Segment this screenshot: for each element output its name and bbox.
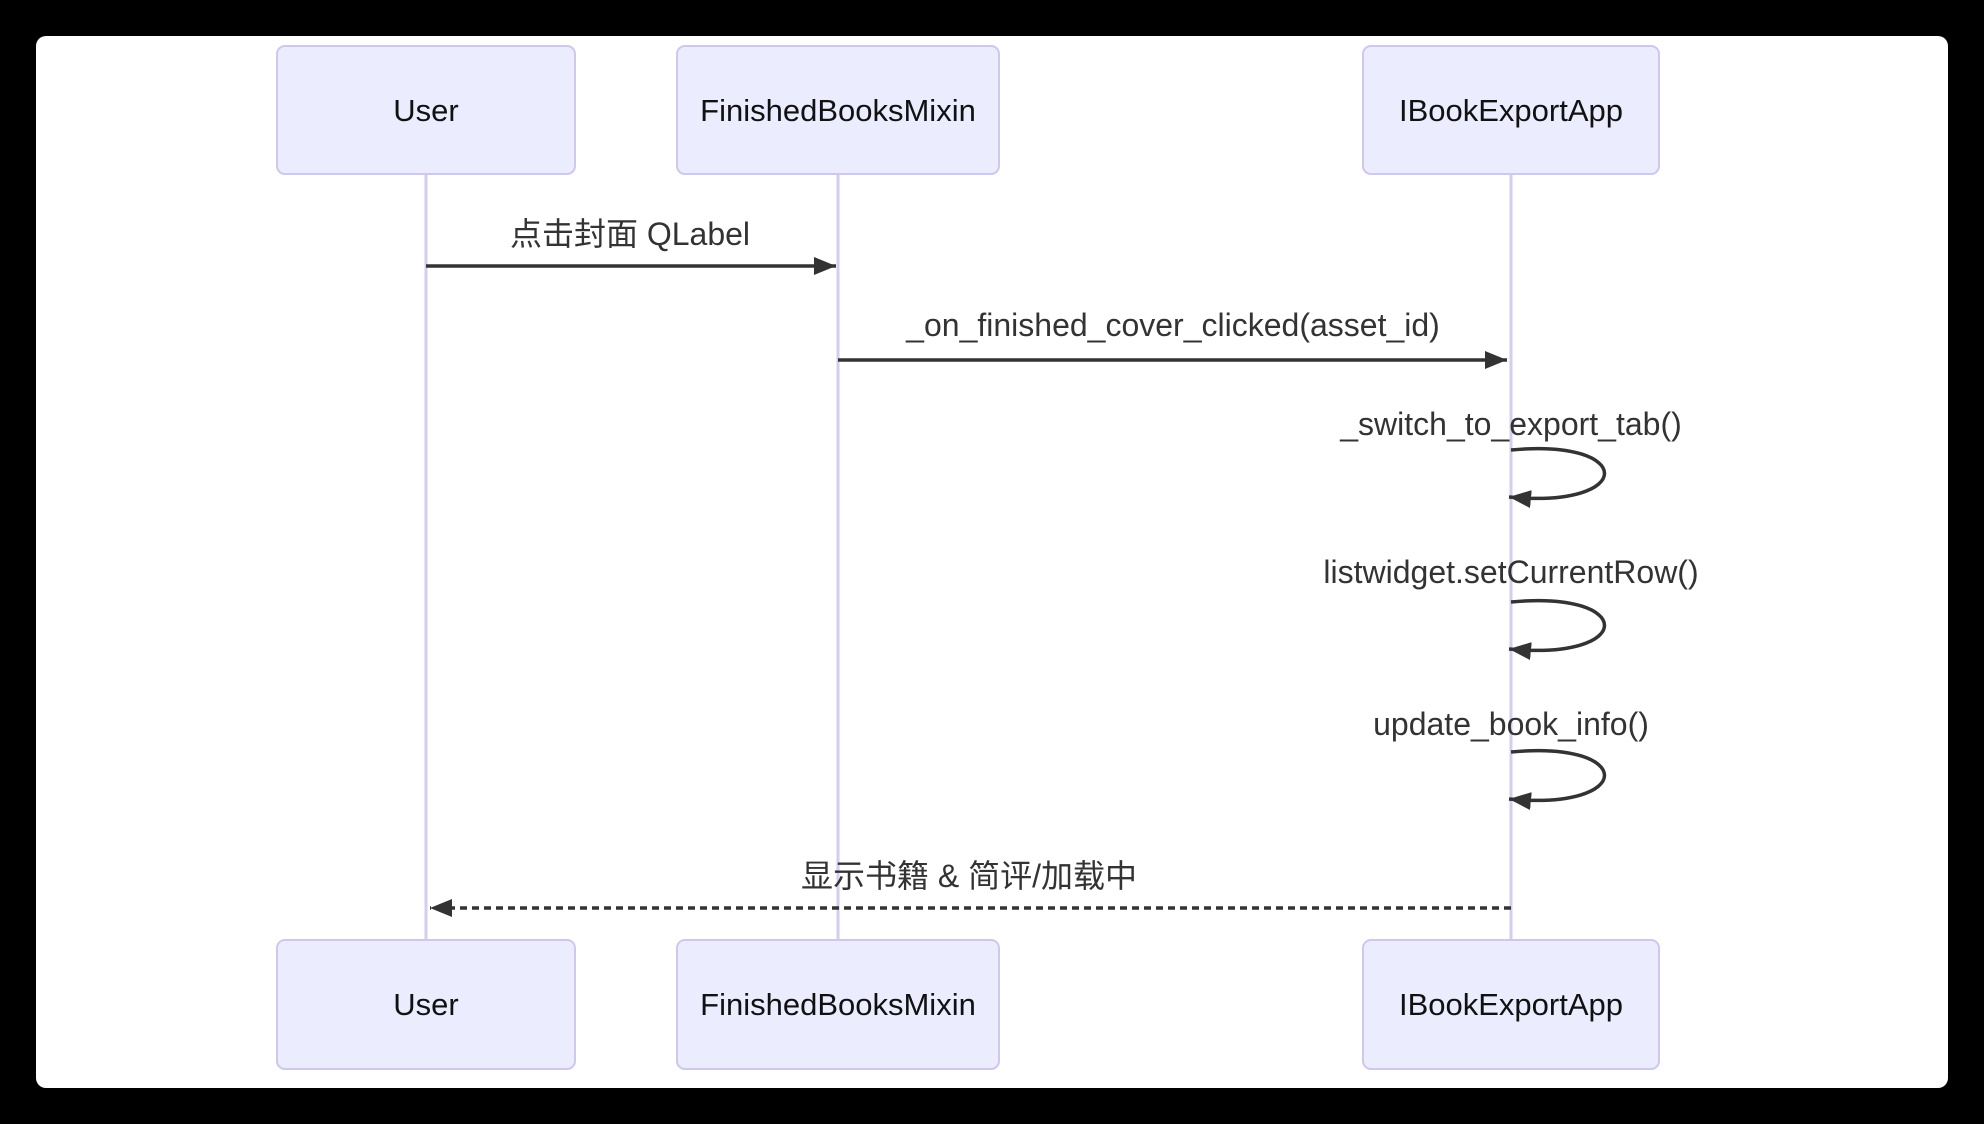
self-loop-update-book-info — [1508, 749, 1607, 811]
actor-box-user-top: User — [276, 45, 576, 175]
self-loop-switch-to-export-tab — [1508, 447, 1607, 509]
actor-label-finishedbooksmixin-bottom: FinishedBooksMixin — [700, 987, 976, 1022]
actor-label-ibookexportapp-top: IBookExportApp — [1398, 92, 1624, 128]
message-label-show-book-return: 显示书籍 & 简评/加载中 — [800, 858, 1138, 894]
diagram-canvas — [36, 36, 1948, 1088]
actor-box-user-bottom: User — [276, 939, 576, 1070]
actor-label-user-top: User — [393, 92, 459, 128]
actor-label-finishedbooksmixin-top: FinishedBooksMixin — [700, 92, 976, 128]
message-label-on-finished-cover-clicked: _on_finished_cover_clicked(asset_id) — [906, 307, 1440, 343]
message-label-set-current-row: listwidget.setCurrentRow() — [1323, 554, 1699, 590]
message-label-update-book-info: update_book_info() — [1373, 706, 1649, 742]
actor-box-ibookexportapp-top: IBookExportApp — [1362, 45, 1660, 175]
actor-box-finishedbooksmixin-bottom: FinishedBooksMixin — [676, 939, 1000, 1070]
actor-box-ibookexportapp-bottom: IBookExportApp — [1362, 939, 1660, 1070]
actor-box-finishedbooksmixin-top: FinishedBooksMixin — [676, 45, 1000, 175]
message-label-switch-to-export-tab: _switch_to_export_tab() — [1340, 406, 1682, 442]
self-loop-set-current-row — [1508, 599, 1607, 661]
actor-label-ibookexportapp-bottom: IBookExportApp — [1398, 987, 1624, 1022]
actor-label-user-bottom: User — [393, 987, 459, 1022]
message-label-click-cover: 点击封面 QLabel — [509, 216, 751, 252]
